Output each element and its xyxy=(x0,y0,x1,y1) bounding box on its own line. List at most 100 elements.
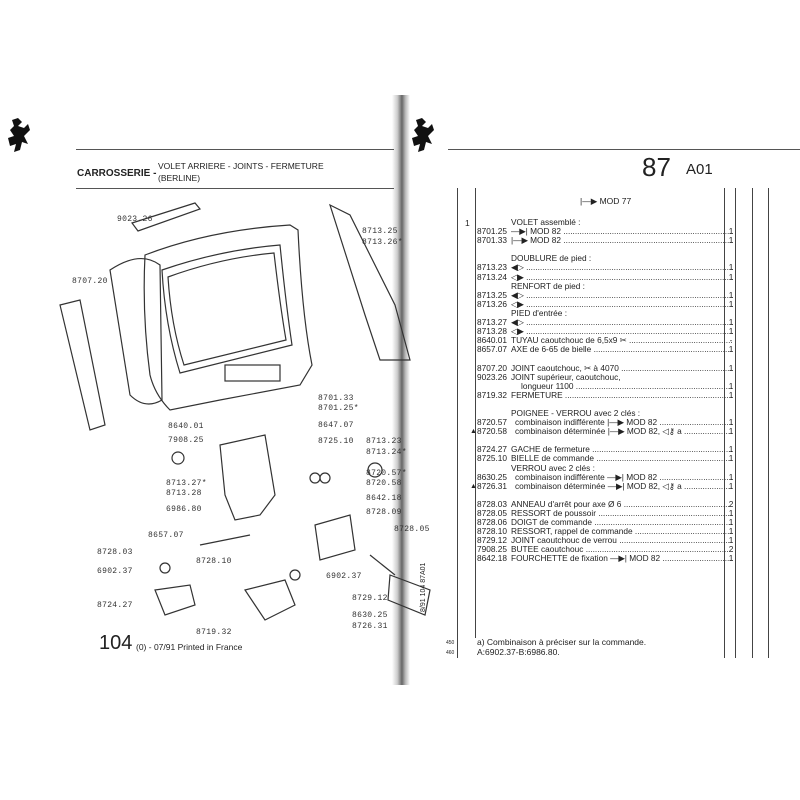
latch xyxy=(244,579,296,621)
header-rule xyxy=(448,149,800,150)
part-reference: 8728.05 xyxy=(477,508,507,518)
part-description: ◀▷ xyxy=(511,263,733,272)
part-reference: 8725.10 xyxy=(477,453,507,464)
triangle-marker: ▲ xyxy=(470,428,477,436)
part-quantity: 1 xyxy=(728,235,734,246)
part-quantity: 1 xyxy=(728,426,734,437)
part-quantity: 1 xyxy=(728,380,734,391)
part-quantity: 1 xyxy=(728,344,734,355)
tailgate-seal xyxy=(109,258,163,405)
part-quantity: 1 xyxy=(728,389,734,400)
part-description xyxy=(511,354,733,363)
part-description: combinaison déterminée —▶| MOD 82, ◁⚷ a xyxy=(511,482,733,491)
part-row: 8707.20 JOINT caoutchouc, ✂ à 40701 xyxy=(477,362,734,373)
callout-label: 8720.58 xyxy=(366,479,402,488)
part-description: DOIGT de commande xyxy=(511,518,733,527)
part-row: 8728.06 DOIGT de commande1 xyxy=(477,517,734,528)
part-quantity: 1 xyxy=(728,289,734,300)
part-reference: 8713.24 xyxy=(477,271,507,282)
table-column-line xyxy=(752,188,753,658)
part-description: JOINT caoutchouc, ✂ à 4070 xyxy=(511,364,733,373)
section-title: CARROSSERIE - xyxy=(77,168,157,179)
callout-label: 6902.37 xyxy=(97,567,133,576)
part-reference xyxy=(477,400,511,409)
part-description: FOURCHETTE de fixation —▶| MOD 82 xyxy=(511,554,733,563)
fork xyxy=(314,514,356,561)
part-quantity: 1 xyxy=(728,480,734,491)
callout-label: 8713.27* xyxy=(166,479,207,488)
left-pillar xyxy=(59,299,106,431)
part-description: JOINT caoutchouc de verrou xyxy=(511,536,733,545)
part-reference: 8713.27 xyxy=(477,317,507,328)
margin-number: 450 xyxy=(446,640,455,646)
group-header: VOLET assemblé : xyxy=(477,218,733,227)
peugeot-lion-logo xyxy=(412,118,434,152)
part-reference: 8720.57 xyxy=(477,417,507,428)
part-description: RENFORT de pied : xyxy=(511,281,585,291)
callout-label: 8630.25 xyxy=(352,611,388,620)
table-column-line xyxy=(735,188,736,658)
part-description: POIGNEE - VERROU avec 2 clés : xyxy=(511,408,641,418)
part-reference: 7908.25 xyxy=(477,544,507,555)
book-spine xyxy=(392,95,410,685)
part-quantity: 1 xyxy=(728,262,734,273)
part-quantity: 1 xyxy=(728,526,734,537)
spacer-row xyxy=(477,245,733,254)
part-reference: 8707.20 xyxy=(477,362,507,373)
callout-label: 9023.26 xyxy=(117,215,153,224)
part-reference: 8724.27 xyxy=(477,444,507,455)
model-number: 104 xyxy=(99,632,133,654)
part-quantity: - xyxy=(729,335,733,346)
part-reference: 8729.12 xyxy=(477,535,507,546)
part-reference: 8701.25 xyxy=(477,226,507,237)
callout-label: 8707.20 xyxy=(72,277,108,286)
callout-label: 7908.25 xyxy=(168,436,204,445)
part-description: FERMETURE xyxy=(511,391,733,400)
part-description: combinaison indifférente |—▶ MOD 82 xyxy=(511,418,733,427)
part-row: 8701.33|—▶ MOD 821 xyxy=(477,236,733,245)
part-quantity: 1 xyxy=(728,471,734,482)
part-quantity: 1 xyxy=(728,271,734,282)
callout-label: 8713.26* xyxy=(362,238,403,247)
section-subtitle: VOLET ARRIERE - JOINTS - FERMETURE xyxy=(158,161,324,171)
part-description: ANNEAU d'arrêt pour axe Ø 6 xyxy=(511,500,733,509)
part-quantity: 1 xyxy=(728,444,734,455)
part-description: AXE de 6-65 de bielle xyxy=(511,345,733,354)
part-description: JOINT supérieur, caoutchouc, xyxy=(511,372,621,382)
part-reference: 8713.28 xyxy=(477,326,507,337)
spacer-row xyxy=(477,491,733,500)
part-description: longueur 1100 xyxy=(511,382,733,391)
part-description: RESSORT, rappel de commande xyxy=(511,527,733,536)
hinge-bracket xyxy=(219,434,276,521)
table-column-line xyxy=(457,188,458,658)
part-reference: 8728.03 xyxy=(477,498,507,509)
spring xyxy=(369,554,396,576)
part-reference: 8728.06 xyxy=(477,517,507,528)
part-quantity: 1 xyxy=(728,362,734,373)
header-rule xyxy=(76,188,394,189)
spacer-row xyxy=(477,436,733,445)
callout-label: 8720.57* xyxy=(366,469,407,478)
tailgate-exploded-diagram xyxy=(59,202,431,621)
striker xyxy=(154,584,196,616)
part-reference: 8726.31 xyxy=(477,480,507,491)
right-pillar xyxy=(328,203,411,361)
part-description: ◁▶ xyxy=(511,327,733,336)
part-description xyxy=(511,491,733,500)
part-row: 9023.26 JOINT supérieur, caoutchouc, xyxy=(477,371,733,382)
part-description: |—▶ MOD 82 xyxy=(511,236,733,245)
callout-label: 8713.28 xyxy=(166,489,202,498)
part-reference: 8713.26 xyxy=(477,298,507,309)
lock-cylinder xyxy=(387,574,431,616)
part-quantity: 1 xyxy=(728,517,734,528)
part-description: ◁▶ xyxy=(511,273,733,282)
part-row: longueur 11001 xyxy=(477,380,734,391)
part-reference: 9023.26 xyxy=(477,371,507,382)
part-reference: 8713.23 xyxy=(477,262,507,273)
